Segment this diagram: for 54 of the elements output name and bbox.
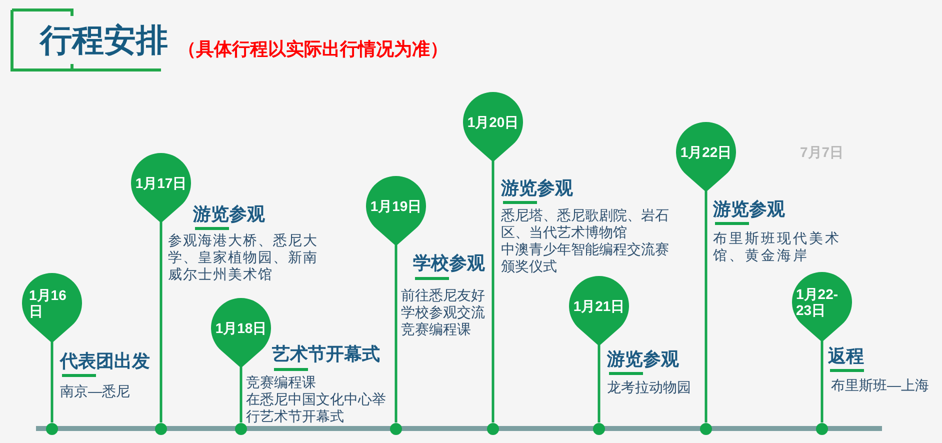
date-label: 1月20日: [467, 114, 519, 130]
event-description: 参观海港大桥、悉尼大学、皇家植物园、新南威尔士州美术馆: [168, 232, 319, 283]
event-description: 龙考拉动物园: [607, 379, 691, 396]
event-heading: 代表团出发: [60, 350, 150, 372]
event-heading: 游览参观: [501, 177, 573, 199]
event-description: 中澳青少年智能编程交流赛颁奖仪式: [501, 241, 670, 275]
pin-marker: [463, 92, 523, 162]
timeline-dot: [593, 422, 605, 434]
pin-marker: [676, 122, 736, 192]
event-description: 布里斯班现代美术馆、黄金海岸: [713, 230, 842, 264]
event-description: 悉尼塔、悉尼歌剧院、岩石区、当代艺术博物馆: [501, 207, 670, 241]
timeline-dot: [700, 422, 712, 434]
pin-marker: [131, 153, 191, 223]
event-description: 南京—悉尼: [60, 383, 130, 400]
date-label: 1月21日: [573, 298, 625, 314]
date-label: 1月16日: [29, 287, 68, 319]
event-description: 前往悉尼友好学校参观交流: [401, 287, 486, 321]
event-heading: 艺术节开幕式: [272, 343, 380, 365]
event-heading: 游览参观: [607, 348, 679, 370]
stem-line: [820, 341, 824, 422]
event-description: 在悉尼中国文化中心举行艺术节开幕式: [246, 391, 387, 425]
event-description: 布里斯班—上海: [831, 377, 929, 394]
date-label: 7月7日: [800, 144, 844, 161]
event-heading: 学校参观: [413, 252, 485, 274]
event-description: 竞赛编程课: [246, 374, 316, 391]
date-label: 1月22-23日: [796, 286, 840, 318]
date-label: 1月17日: [135, 175, 187, 191]
timeline-dot: [487, 422, 499, 434]
event-heading: 返程: [828, 345, 864, 367]
pin-marker: [211, 298, 271, 368]
event-heading: 游览参观: [713, 198, 785, 220]
pin-marker: [569, 276, 629, 346]
stem-line: [394, 245, 398, 422]
date-label: 1月22日: [680, 144, 732, 160]
date-label: 1月19日: [370, 198, 422, 214]
timeline-dot: [390, 422, 402, 434]
timeline-dot: [46, 422, 58, 434]
pin-marker: [792, 272, 852, 342]
event-heading: 游览参观: [193, 203, 265, 225]
stem-line: [598, 345, 600, 422]
timeline-dot: [816, 422, 828, 434]
page-title: 行程安排: [40, 21, 168, 60]
timeline-dot: [155, 422, 167, 434]
event-description: 竞赛编程课: [401, 321, 471, 338]
stem-line: [240, 367, 242, 422]
pin-marker: [366, 176, 426, 246]
stem-line: [160, 222, 162, 422]
stem-line: [704, 191, 708, 422]
note-text: （具体行程以实际出行情况为准）: [178, 38, 448, 61]
stem-line: [50, 342, 54, 422]
timeline-dot: [235, 422, 247, 434]
pin-marker: [22, 273, 82, 343]
stem-line: [492, 161, 494, 422]
date-label: 1月18日: [215, 320, 267, 336]
